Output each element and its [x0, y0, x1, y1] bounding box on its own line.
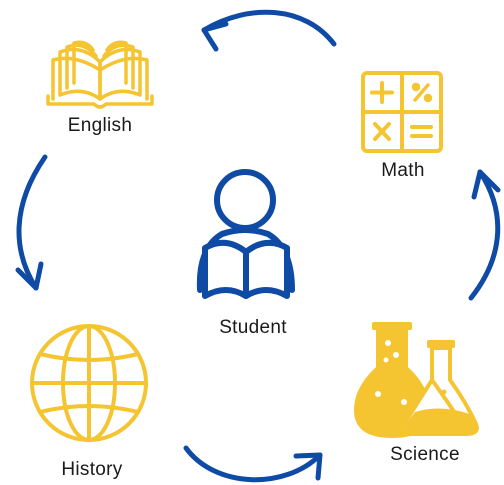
arrow-english-to-history: [15, 154, 48, 291]
globe-icon: [30, 324, 148, 442]
calculator-icon: [361, 71, 443, 153]
history-label: History: [61, 459, 123, 480]
lab-flasks-icon: [354, 322, 479, 438]
arrow-math-to-english: [201, 9, 337, 52]
open-book-icon: [46, 40, 154, 109]
arrow-science-to-math: [468, 169, 501, 301]
student-label: Student: [219, 317, 287, 338]
math-label: Math: [381, 160, 425, 181]
arrow-history-to-science: [183, 445, 323, 483]
science-label: Science: [390, 444, 460, 465]
student-reading-icon: [196, 169, 295, 299]
english-label: English: [67, 115, 133, 136]
